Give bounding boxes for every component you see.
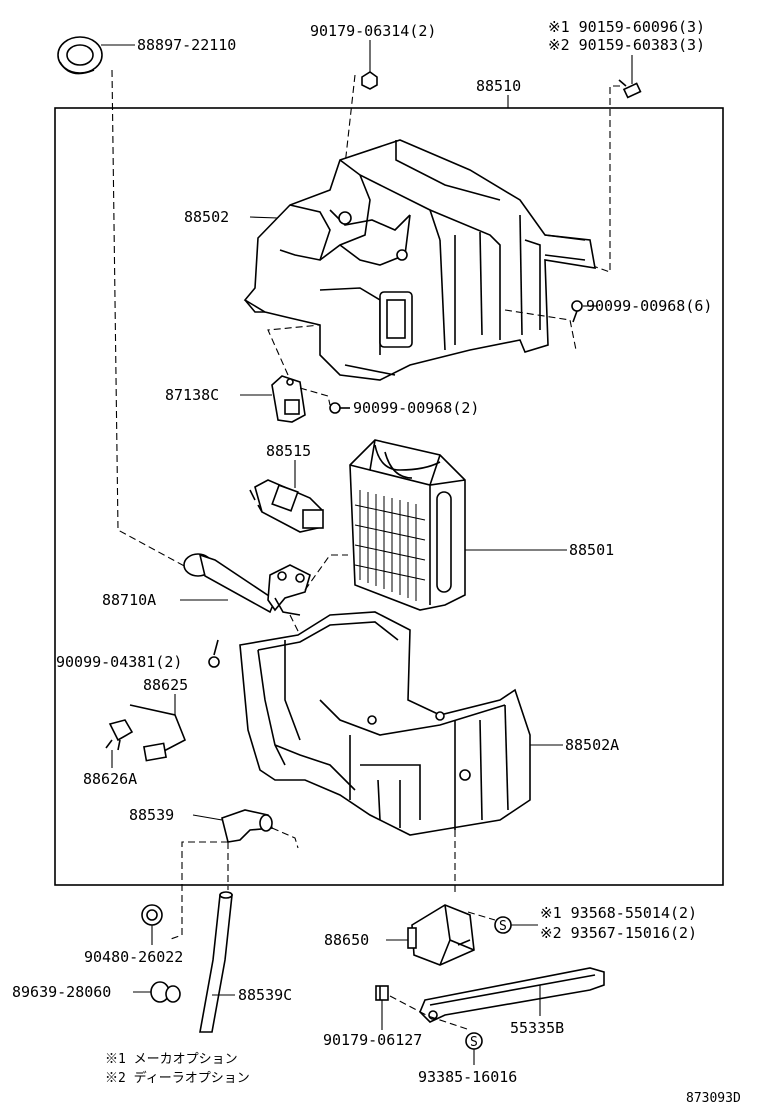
note1-top: ※1 90159-60096(3) — [548, 18, 705, 36]
label-90179-06314: 90179-06314(2) — [310, 22, 436, 40]
diagram-code: 873093D — [686, 1091, 741, 1106]
lower-case-88502A — [239, 611, 531, 836]
label-90099-04381: 90099-04381(2) — [56, 653, 182, 671]
tube-88710A — [183, 553, 311, 616]
screw-90099-2 — [329, 402, 350, 414]
svg-text:S: S — [470, 1035, 478, 1050]
hose-88539C — [199, 891, 233, 1033]
upper-case-88502 — [243, 139, 596, 381]
plug-90480 — [141, 904, 163, 926]
label-88625: 88625 — [143, 676, 188, 694]
label-89639: 89639-28060 — [12, 983, 111, 1001]
bolt-90099-04381 — [208, 639, 220, 668]
s-mark-top: S — [494, 916, 512, 934]
label-88510: 88510 — [476, 77, 521, 95]
nut-90179-06314 — [361, 71, 378, 90]
thermistor-88625 — [129, 704, 187, 762]
label-90099-00968-2: 90099-00968(2) — [353, 399, 479, 417]
note1-bottom: ※1 93568-55014(2) — [540, 904, 697, 922]
expansion-valve-88515 — [249, 479, 324, 533]
label-88502: 88502 — [184, 208, 229, 226]
drain-88539 — [221, 809, 274, 843]
label-88501: 88501 — [569, 541, 614, 559]
svg-text:S: S — [499, 919, 507, 934]
label-88539: 88539 — [129, 806, 174, 824]
grommet-88897 — [57, 36, 103, 75]
clamp-89639 — [150, 981, 181, 1003]
label-93385: 93385-16016 — [418, 1068, 517, 1086]
evaporator-88501 — [349, 439, 466, 611]
screw-90159 — [618, 79, 642, 99]
label-88539C: 88539C — [238, 986, 292, 1004]
screw-90099-6 — [571, 300, 583, 323]
legend-2: ※2 ディーラオプション — [105, 1070, 250, 1086]
label-88626A: 88626A — [83, 770, 137, 788]
label-87138C: 87138C — [165, 386, 219, 404]
label-88897: 88897-22110 — [137, 36, 236, 54]
bracket-55335B — [419, 967, 605, 1023]
note2-top: ※2 90159-60383(3) — [548, 36, 705, 54]
servo-87138C — [271, 375, 306, 423]
clip-90179-06127 — [375, 985, 389, 1001]
label-88650: 88650 — [324, 931, 369, 949]
legend-1: ※1 メーカオプション — [105, 1052, 238, 1067]
label-55335B: 55335B — [510, 1019, 564, 1037]
label-90480: 90480-26022 — [84, 948, 183, 966]
note2-bottom: ※2 93567-15016(2) — [540, 924, 697, 942]
s-mark-bottom: S — [465, 1032, 483, 1050]
amplifier-88650 — [407, 904, 475, 966]
clip-88626A — [105, 719, 134, 751]
label-88515: 88515 — [266, 442, 311, 460]
assembly-frame — [54, 107, 724, 886]
label-90099-00968-6: 90099-00968(6) — [586, 297, 712, 315]
label-88710A: 88710A — [102, 591, 156, 609]
label-88502A: 88502A — [565, 736, 619, 754]
label-90179-06127: 90179-06127 — [323, 1031, 422, 1049]
